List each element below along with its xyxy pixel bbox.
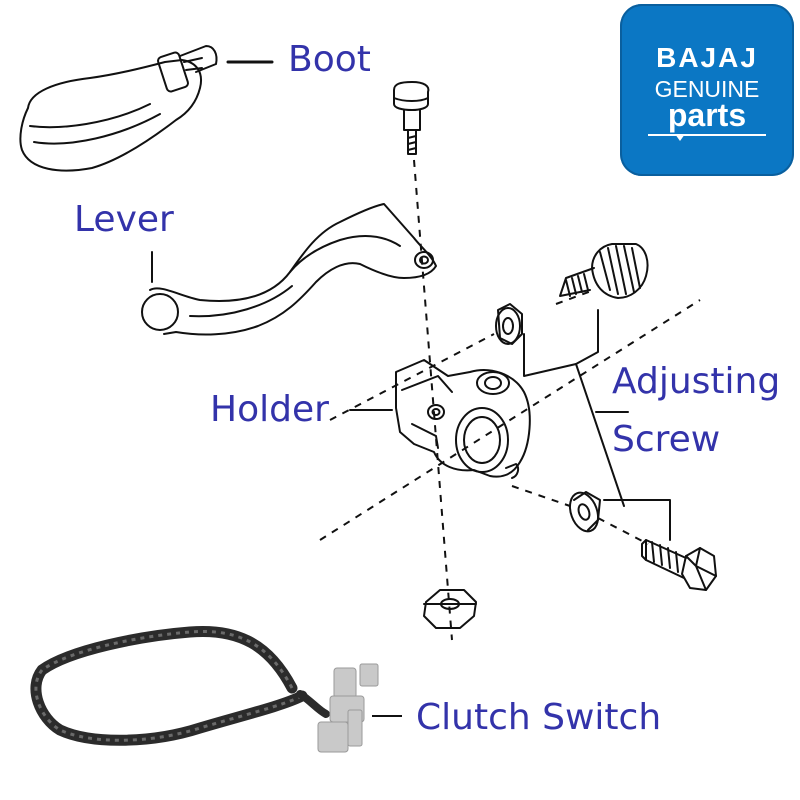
- adjusting-screw-bracket: [523, 309, 671, 541]
- clutch-switch-drawing: [30, 625, 402, 753]
- logo-underline: [648, 134, 766, 136]
- logo-line1-text: GENUINE: [654, 76, 760, 102]
- logo-line2-text: parts: [667, 97, 747, 133]
- label-boot: Boot: [288, 39, 371, 80]
- label-holder: Holder: [210, 389, 329, 430]
- hex-bolt-drawing: [641, 539, 717, 591]
- assembly-axes: [319, 159, 701, 641]
- label-adjusting-screw-line1: Adjusting: [612, 361, 781, 402]
- label-adjusting-screw-line2: Screw: [612, 419, 721, 460]
- label-clutch-switch: Clutch Switch: [416, 697, 662, 738]
- boot-drawing: [19, 45, 218, 172]
- pin-screw-drawing: [393, 81, 430, 155]
- label-lever: Lever: [74, 199, 174, 240]
- adjusting-screw-drawing: [559, 243, 649, 299]
- holder-drawing: [395, 359, 531, 479]
- logo-brand-text: BAJAJ: [656, 42, 758, 73]
- nut-small-drawing: [495, 303, 523, 345]
- logo-triangle-icon: [675, 134, 685, 141]
- washer-drawing: [568, 491, 601, 533]
- lever-drawing: [141, 203, 437, 336]
- bajaj-genuine-parts-logo: BAJAJ GENUINE parts: [620, 4, 794, 176]
